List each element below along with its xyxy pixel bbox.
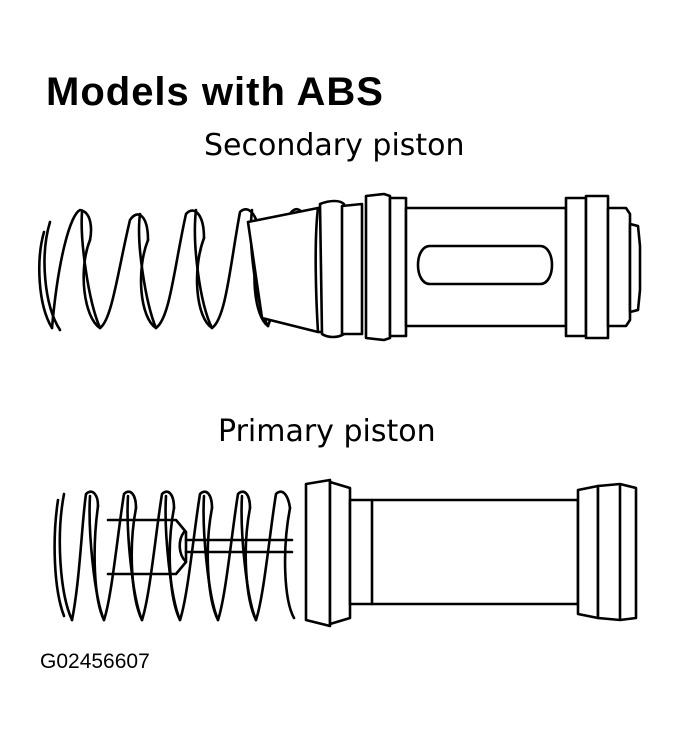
secondary-cup-seal [340,202,364,336]
primary-spring [53,490,296,622]
secondary-piston-slot [416,244,554,286]
primary-piston-assembly [53,478,638,628]
secondary-rear-seal [606,206,632,328]
primary-rear-land [576,484,600,620]
secondary-rear-land [564,196,588,338]
secondary-piston-end-cap [628,222,642,314]
secondary-front-flange [364,192,392,342]
primary-piston-body [348,498,580,606]
primary-rear-seal [596,482,638,622]
secondary-piston-assembly [38,192,642,342]
diagram-title: Models with ABS [46,70,384,114]
secondary-piston-label: Secondary piston [204,128,465,163]
primary-spring-rod [184,538,294,554]
figure-code: G02456607 [40,650,150,673]
primary-front-flange [304,478,332,628]
primary-piston-label: Primary piston [218,414,436,449]
secondary-piston-seat [246,199,346,339]
